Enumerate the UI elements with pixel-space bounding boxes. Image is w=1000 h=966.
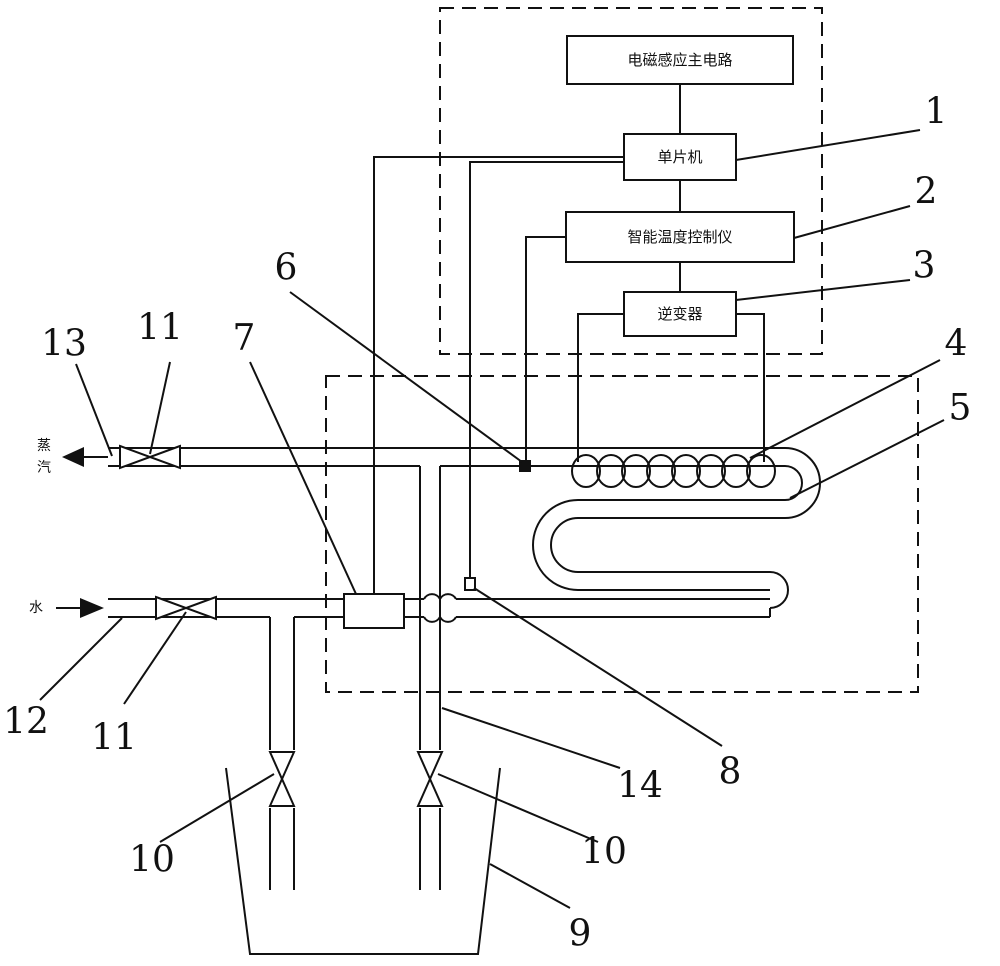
leader-10a — [160, 774, 274, 842]
main-circuit-label: 电磁感应主电路 — [627, 51, 732, 69]
water-inlet-arrowhead — [80, 598, 104, 618]
pressure-sensor — [465, 578, 475, 590]
temp-controller-to-sensor-line — [526, 237, 566, 462]
part-number-9: 9 — [569, 914, 592, 955]
part-number-8: 8 — [719, 752, 742, 793]
serpentine-pipe-outer — [551, 448, 820, 608]
inverter-label: 逆变器 — [657, 305, 702, 323]
steam-label-char2: 汽 — [37, 460, 51, 476]
leader-2 — [794, 206, 910, 238]
leader-11b — [124, 612, 186, 704]
steam-outlet-arrowhead — [62, 447, 84, 467]
leader-14 — [442, 708, 620, 768]
water-label: 水 — [29, 600, 43, 616]
leader-8 — [474, 588, 722, 746]
leader-9 — [490, 864, 570, 908]
part-number-2: 2 — [915, 172, 938, 213]
part-number-14: 14 — [617, 766, 663, 807]
leader-7 — [250, 362, 356, 594]
part-number-6: 6 — [275, 248, 298, 289]
steam-label-char1: 蒸 — [37, 438, 51, 454]
mcu-label: 单片机 — [657, 148, 702, 166]
part-number-11-top: 11 — [137, 308, 183, 349]
leader-11a — [150, 362, 170, 454]
leader-10b — [438, 774, 598, 842]
part-number-5: 5 — [949, 388, 972, 429]
leader-12 — [40, 618, 122, 700]
flowmeter — [344, 594, 404, 628]
crossover-hump-4 — [440, 617, 456, 622]
tank-valve-left — [270, 752, 294, 806]
part-number-13: 13 — [41, 324, 87, 365]
part-number-7: 7 — [233, 318, 256, 359]
leader-4 — [750, 360, 940, 458]
crossover-hump-2 — [440, 594, 456, 599]
part-number-10-left: 10 — [129, 840, 175, 881]
water-tank — [226, 768, 500, 954]
part-number-10-right: 10 — [581, 832, 627, 873]
temp-controller-label: 智能温度控制仪 — [627, 228, 732, 246]
inverter-to-coil-right — [736, 314, 764, 462]
leader-13 — [76, 364, 112, 456]
leader-5 — [790, 420, 944, 498]
part-number-4: 4 — [945, 324, 968, 365]
leader-1 — [736, 130, 920, 160]
part-number-1: 1 — [925, 92, 948, 133]
part-number-11-bottom: 11 — [91, 718, 137, 759]
crossover-hump-1 — [424, 594, 440, 599]
tank-valve-right — [418, 752, 442, 806]
part-number-12: 12 — [3, 702, 49, 743]
part-number-3: 3 — [913, 246, 936, 287]
crossover-hump-3 — [424, 617, 440, 622]
inverter-to-coil-left — [578, 314, 624, 462]
water-valve — [156, 597, 216, 619]
heating-unit-dashed-frame — [326, 376, 918, 692]
induction-coil — [572, 455, 775, 487]
